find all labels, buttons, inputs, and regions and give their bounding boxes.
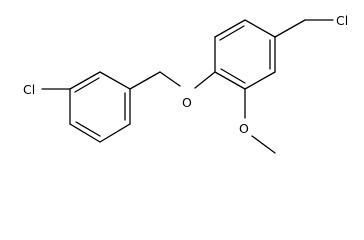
oxygen-atom-ether: O xyxy=(182,95,192,110)
bond xyxy=(69,123,101,143)
bond xyxy=(69,71,101,90)
bond xyxy=(99,123,131,143)
bond-ch2-o xyxy=(159,71,181,87)
bond xyxy=(244,71,276,90)
bond-o-ring xyxy=(194,71,216,89)
chemical-structure-diagram: Cl O Cl O xyxy=(23,13,348,154)
chlorine-atom-left: Cl xyxy=(23,82,35,97)
double-bond-inner xyxy=(220,68,246,84)
chlorine-atom-right: Cl xyxy=(336,13,348,28)
methoxyphenyl-ring xyxy=(214,19,276,90)
bond xyxy=(214,19,246,38)
chlorophenyl-ring xyxy=(69,71,131,143)
bond xyxy=(214,71,246,90)
bond-ring-ch2 xyxy=(129,71,161,90)
bond xyxy=(244,19,276,38)
double-bond-inner xyxy=(74,77,100,93)
oxygen-atom-methoxy: O xyxy=(239,121,249,136)
double-bond-inner xyxy=(219,25,245,41)
bond-ring-ch2 xyxy=(274,19,306,38)
bond-o-ch3 xyxy=(251,135,276,154)
bond xyxy=(99,71,131,90)
double-bond-inner xyxy=(75,121,101,137)
